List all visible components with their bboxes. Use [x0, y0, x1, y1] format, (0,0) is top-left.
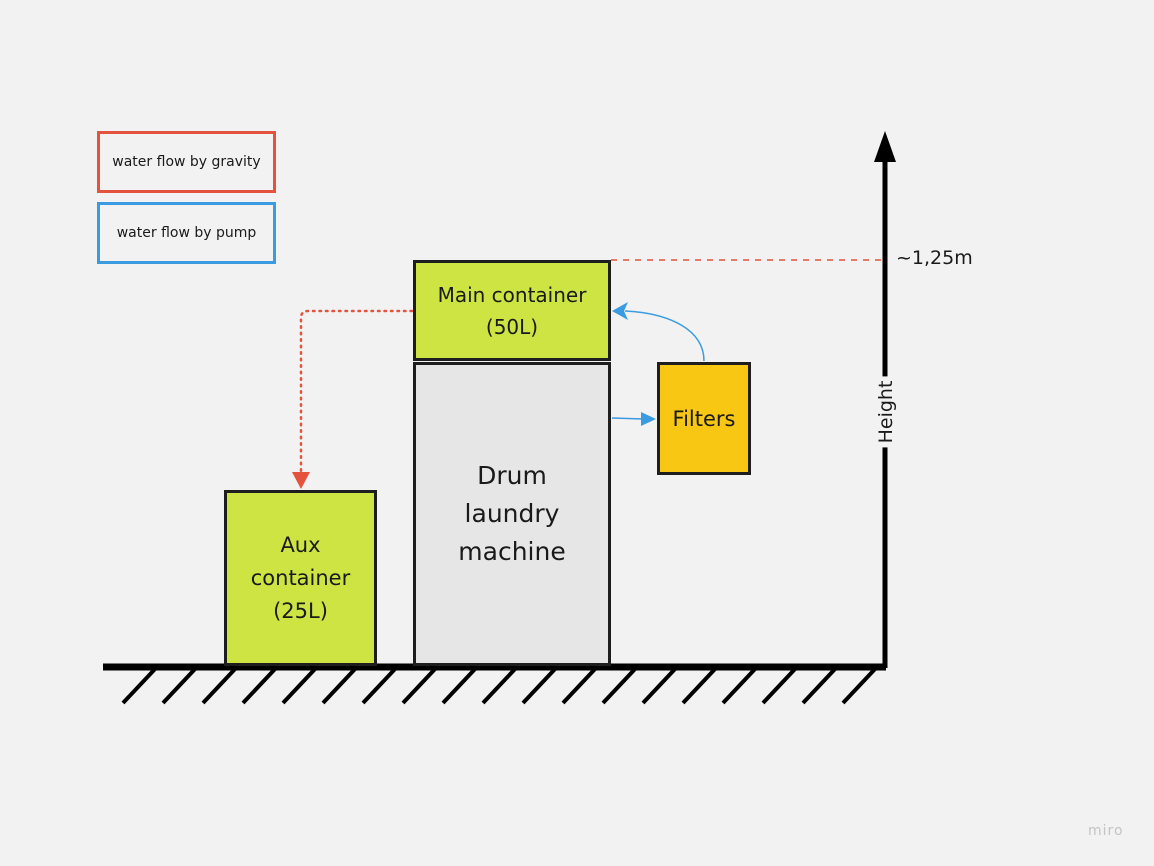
height-reference-label: ~1,25m [896, 247, 973, 269]
ground-hatch [401, 667, 437, 705]
ground-hatch [161, 667, 197, 705]
flow-drum-to-filters [611, 417, 646, 420]
flow-main-to-aux [299, 309, 414, 478]
ground-hatch [121, 667, 157, 705]
ground-hatch [721, 667, 757, 705]
legend-gravity-label: water flow by gravity [112, 154, 261, 170]
flow-filters-to-main [624, 310, 705, 362]
ground-hatch [681, 667, 717, 705]
legend-pump: water flow by pump [97, 202, 276, 264]
ground-hatch [201, 667, 237, 705]
filters-label: Filters [672, 406, 736, 431]
legend-gravity: water flow by gravity [97, 131, 276, 193]
drum-machine-node[interactable]: Drum laundry machine [413, 362, 611, 666]
main-container-label: Main container (50L) [437, 282, 587, 339]
miro-watermark: miro [1088, 823, 1124, 839]
ground-hatch [841, 667, 877, 705]
legend-pump-label: water flow by pump [116, 225, 257, 241]
height-axis-label: Height [875, 376, 897, 448]
ground-hatch [241, 667, 277, 705]
main-container-node[interactable]: Main container (50L) [413, 260, 611, 361]
ground-hatch [641, 667, 677, 705]
ground-hatch [481, 667, 517, 705]
ground-hatch [321, 667, 357, 705]
ground-hatch [441, 667, 477, 705]
ground-hatch [561, 667, 597, 705]
ground-hatch [601, 667, 637, 705]
ground-hatch [281, 667, 317, 705]
ground-hatch [361, 667, 397, 705]
ground-hatch [521, 667, 557, 705]
filters-node[interactable]: Filters [657, 362, 751, 475]
height-axis-arrowhead [874, 131, 896, 162]
ground-hatch [801, 667, 837, 705]
ground-hatching [121, 667, 877, 705]
aux-container-node[interactable]: Aux container (25L) [224, 490, 377, 666]
aux-container-label: Aux container (25L) [250, 532, 351, 623]
flow-main-to-aux-arrowhead [292, 472, 310, 489]
flow-filters-to-main-arrowhead [612, 302, 628, 320]
drum-machine-label: Drum laundry machine [458, 461, 566, 566]
flow-drum-to-filters-arrowhead [641, 412, 656, 426]
ground-hatch [761, 667, 797, 705]
